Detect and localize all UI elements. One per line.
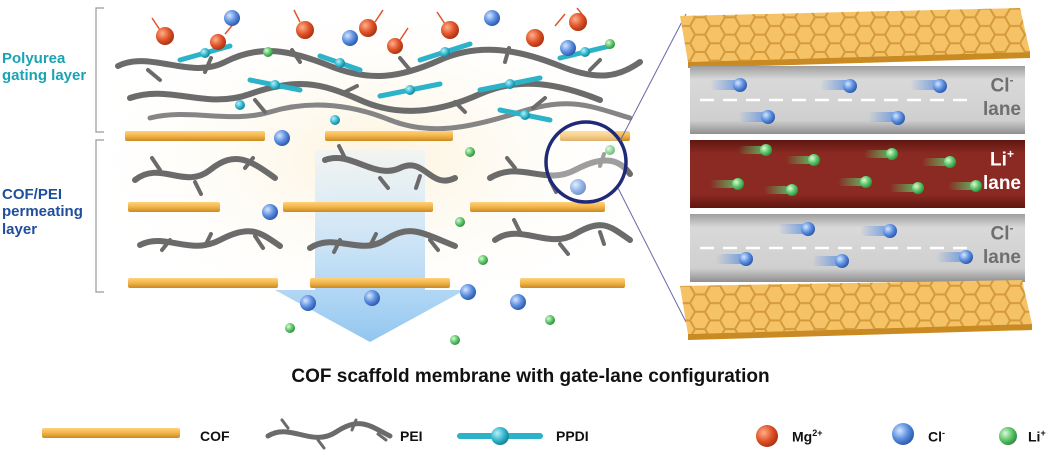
legend-label-pei: PEI xyxy=(400,428,423,444)
pei-chain xyxy=(147,101,633,132)
gating-layer-label: Polyurea gating layer xyxy=(2,50,86,85)
li-ions xyxy=(263,39,615,57)
permeating-layer-label: COF/PEI permeating layer xyxy=(2,186,83,238)
mg-rejection-arrows xyxy=(151,7,586,41)
zoom-panel xyxy=(680,8,1032,340)
mg-ions xyxy=(156,13,587,54)
lane-charge: + xyxy=(1006,147,1014,161)
figure-caption: COF scaffold membrane with gate-lane con… xyxy=(291,366,770,387)
cl-lane-label-top: Cl- lane xyxy=(962,73,1042,122)
gating-bracket xyxy=(95,7,104,133)
cof-lattice-bottom xyxy=(680,280,1032,340)
ppdi-nodes xyxy=(200,47,590,125)
gating-label-line: gating layer xyxy=(2,67,87,85)
polyurea-gating-layer xyxy=(115,41,643,132)
cl-lane-label-bottom: Cl- lane xyxy=(962,221,1042,270)
top-ions xyxy=(151,7,615,57)
left-panel xyxy=(95,7,687,345)
lane-li-ions xyxy=(710,144,982,196)
legend-icons xyxy=(42,418,1017,450)
cl-ions xyxy=(224,10,576,56)
legend-label-mg: Mg2+ xyxy=(792,428,822,445)
lane-ion: Cl xyxy=(990,223,1010,245)
lane-word: lane xyxy=(982,173,1022,195)
legend-label-li: Li+ xyxy=(1028,428,1046,445)
lane-ion: Li xyxy=(990,149,1007,171)
pei-branches xyxy=(146,46,602,114)
mg-ion-icon xyxy=(756,425,778,447)
lane-word: lane xyxy=(982,247,1022,269)
lane-charge: - xyxy=(1009,73,1014,87)
legend-label-ppdi: PPDI xyxy=(556,428,589,444)
legend-label-cl: Cl- xyxy=(928,428,945,445)
permeating-label-line: COF/PEI xyxy=(2,186,63,203)
lane-word: lane xyxy=(982,99,1022,121)
legend-label-cof: COF xyxy=(200,428,230,444)
legend-symbol: Cl xyxy=(928,428,942,445)
legend-charge: 2+ xyxy=(812,428,823,438)
legend-symbol: Li xyxy=(1028,428,1041,445)
cl-ion-icon xyxy=(892,423,914,445)
lane-ion: Cl xyxy=(990,75,1010,97)
cof-sheet-icon xyxy=(42,428,180,438)
lane-cl-ions-bottom xyxy=(716,222,973,268)
li-ion-icon xyxy=(999,427,1017,445)
permeating-label-line: permeating xyxy=(2,203,83,221)
permeating-label-line: layer xyxy=(2,220,38,238)
legend-charge: - xyxy=(942,428,945,438)
cl-lane-bottom xyxy=(690,214,1025,282)
ppdi-link-icon xyxy=(457,427,543,445)
pei-chain-icon xyxy=(265,418,393,450)
gating-label-line: Polyurea xyxy=(2,50,66,67)
magnifier xyxy=(544,13,687,323)
legend-charge: + xyxy=(1040,428,1046,438)
permeating-bracket xyxy=(95,139,104,293)
pei-permeating-chains xyxy=(132,144,633,256)
cof-lattice-top xyxy=(680,8,1030,68)
cl-lane-top xyxy=(690,66,1025,134)
li-lane-label: Li+ lane xyxy=(962,147,1042,196)
permeating-ions xyxy=(262,130,615,345)
lane-charge: - xyxy=(1009,221,1014,235)
legend-symbol: Mg xyxy=(792,428,813,445)
lane-cl-ions-top xyxy=(710,78,947,125)
